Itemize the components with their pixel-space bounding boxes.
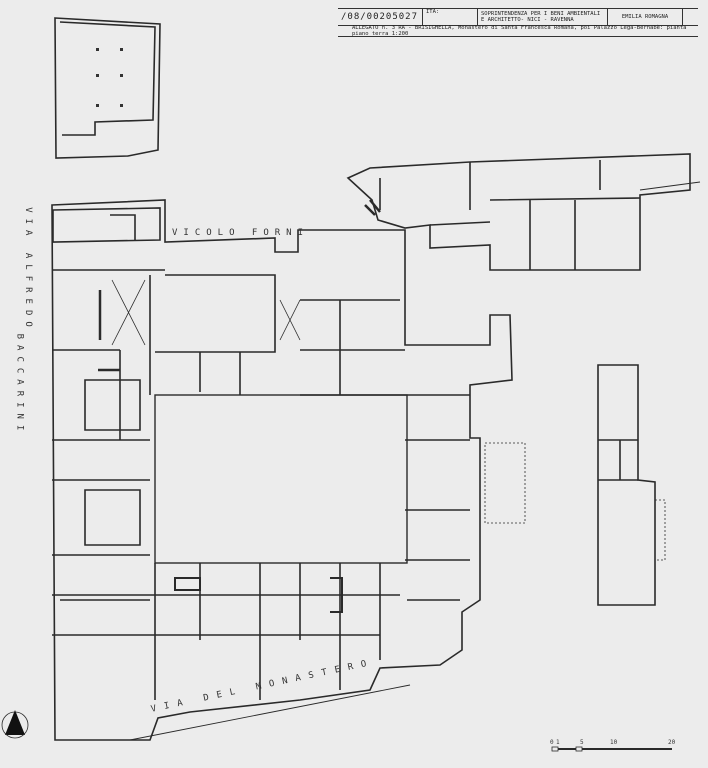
caption: ALLEGATO n. 3 RA - BRISIGHELLA, Monaster… <box>352 24 687 37</box>
building-top-left <box>54 17 161 159</box>
building-top-right <box>346 153 691 271</box>
dotted-area <box>484 442 526 524</box>
title-block: /08/00205027 ITA: SOPRINTENDENZA PER I B… <box>338 8 698 37</box>
scale-tick-20: 20 <box>668 739 676 746</box>
scale-tick-10: 10 <box>610 739 618 746</box>
building-right <box>597 364 666 606</box>
street-line-top-right <box>639 181 701 191</box>
street-label-via-alfredo: VIA ALFREDO <box>22 207 33 333</box>
street-line-via-del-monastero <box>129 684 411 741</box>
scale-tick-1: 1 <box>556 739 560 746</box>
ita-label: ITA: <box>423 9 478 25</box>
region: EMILIA ROMAGNA <box>608 9 683 25</box>
authority: SOPRINTENDENZA PER I BENI AMBIENTALI E A… <box>478 9 608 25</box>
scale-bar <box>551 746 672 752</box>
scale-tick-0: 0 <box>550 739 554 746</box>
north-arrow-icon <box>1 710 29 739</box>
scale-tick-5: 5 <box>580 739 584 746</box>
street-label-baccarini: BACCARINI <box>14 333 25 437</box>
inventory-number: /08/00205027 <box>338 9 423 25</box>
main-complex <box>51 199 513 741</box>
street-label-vicolo-forni: VICOLO FORNI <box>172 228 310 238</box>
